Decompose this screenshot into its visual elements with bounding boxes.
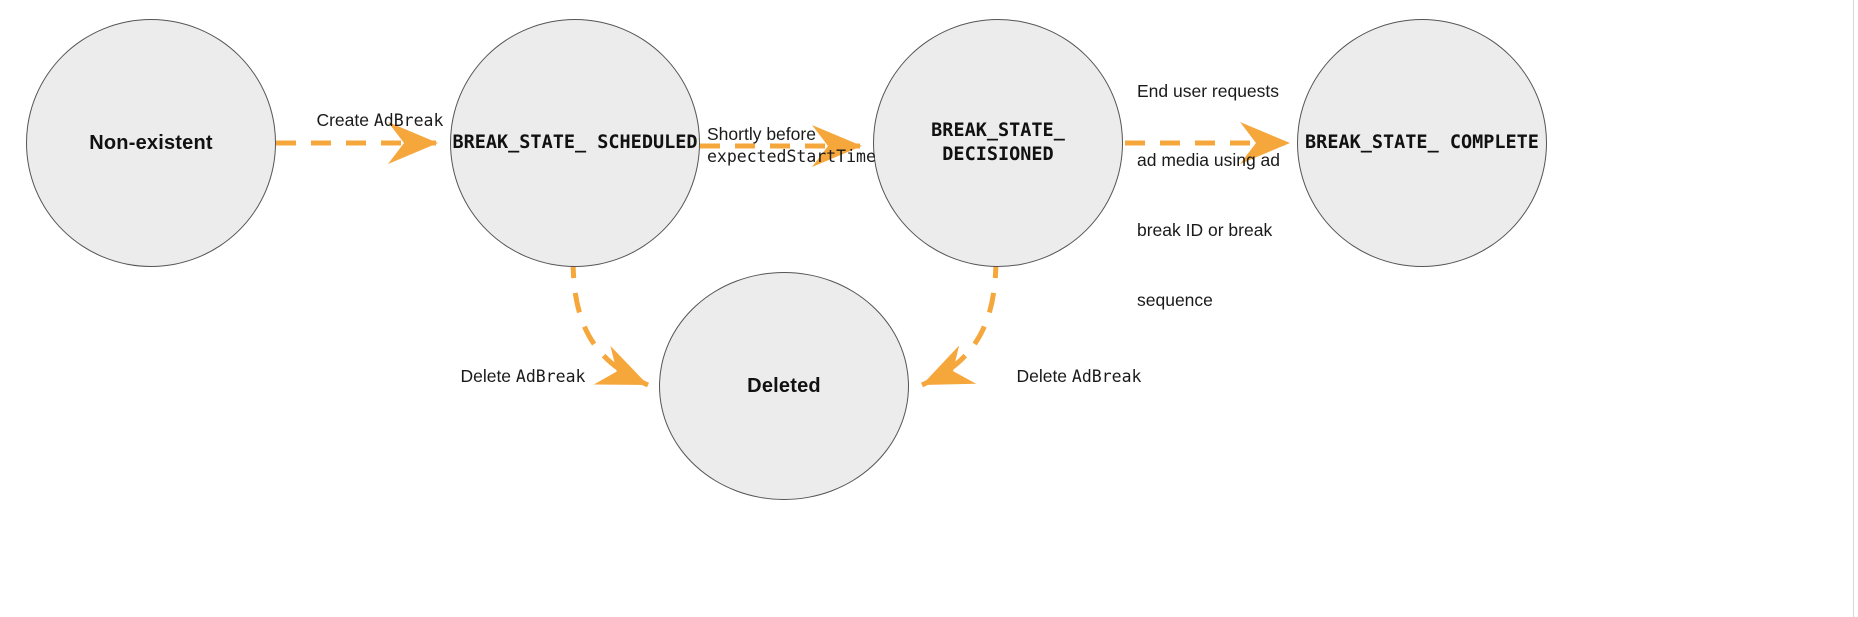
state-node-label: BREAK_STATE_ DECISIONED [874,119,1122,168]
state-node-label-line2: COMPLETE [1449,131,1539,153]
edge-label-line4: sequence [1137,289,1213,310]
state-node-label: BREAK_STATE_ COMPLETE [1305,131,1539,155]
state-node-label-line2: SCHEDULED [597,131,698,153]
edge-label-line1: End user requests [1137,80,1280,101]
state-node-label: Non-existent [89,131,213,154]
edge-label-code: AdBreak [1071,367,1142,387]
edge-label-code: expectedStartTime [707,146,876,166]
state-node-label-line1: BREAK_STATE_ [931,119,1065,141]
state-node-label-line2: DECISIONED [942,144,1054,165]
edge-delete-from-scheduled [570,257,649,388]
state-node-break-state-scheduled[interactable]: BREAK_STATE_ SCHEDULED [450,19,700,267]
state-node-label: BREAK_STATE_ SCHEDULED [452,131,697,155]
edge-label-create-adbreak: Create AdBreak [297,86,443,156]
edge-label-code: AdBreak [515,367,586,387]
state-node-break-state-decisioned[interactable]: BREAK_STATE_ DECISIONED [873,19,1123,267]
edge-label-delete-from-scheduled: Delete AdBreak [441,342,585,412]
edge-label-line3: break ID or break [1137,220,1273,241]
state-node-label: Deleted [747,374,821,397]
edge-label-line2: ad media using ad [1137,150,1281,171]
edge-label-text: Delete [460,366,516,387]
state-node-non-existent[interactable]: Non-existent [26,19,276,267]
state-node-break-state-complete[interactable]: BREAK_STATE_ COMPLETE [1297,19,1547,267]
edge-label-text: Delete [1016,366,1072,387]
state-node-label-line1: BREAK_STATE_ [1305,131,1439,153]
edge-label-delete-from-decisioned: Delete AdBreak [997,342,1141,412]
panel-divider [1853,0,1854,617]
edge-label-end-user-requests: End user requests ad media using ad brea… [1137,33,1280,359]
state-node-label-line1: BREAK_STATE_ [452,131,587,153]
edge-label-code: AdBreak [373,111,444,131]
state-node-deleted[interactable]: Deleted [659,272,909,500]
edge-label-text: Shortly before [707,123,816,144]
edge-delete-from-decisioned [920,257,999,388]
edge-label-text: Create [316,110,374,131]
